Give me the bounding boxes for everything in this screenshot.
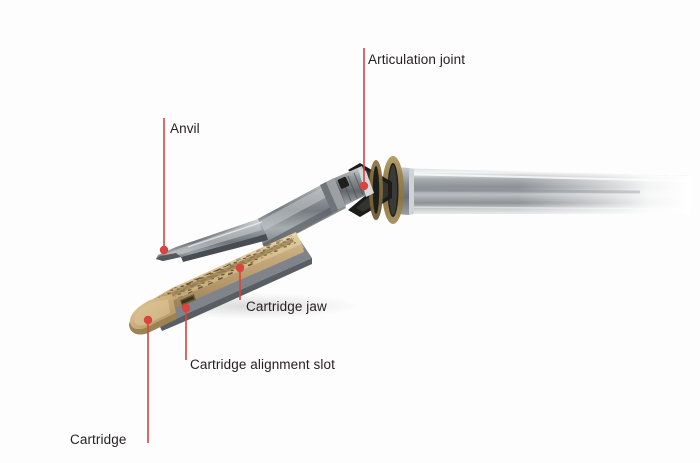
articulation-joint (348, 156, 404, 224)
shaft (395, 167, 691, 215)
anvil (156, 219, 268, 262)
leader-cartridge (143, 315, 153, 443)
leader-articulation-joint (359, 48, 369, 191)
device-artwork (129, 156, 691, 335)
label-anvil: Anvil (170, 121, 200, 136)
label-cartridge: Cartridge (70, 432, 127, 447)
label-cartridge-jaw: Cartridge jaw (246, 299, 327, 314)
leader-cartridge-jaw (235, 263, 245, 300)
cartridge-jaw (129, 232, 312, 335)
leader-cartridge-alignment-slot (181, 303, 191, 360)
cartridge-alignment-slot-feature (180, 294, 196, 306)
leader-anvil (159, 118, 169, 255)
leader-lines (143, 48, 369, 443)
label-cartridge-alignment-slot: Cartridge alignment slot (190, 357, 335, 372)
label-articulation-joint: Articulation joint (368, 52, 466, 67)
